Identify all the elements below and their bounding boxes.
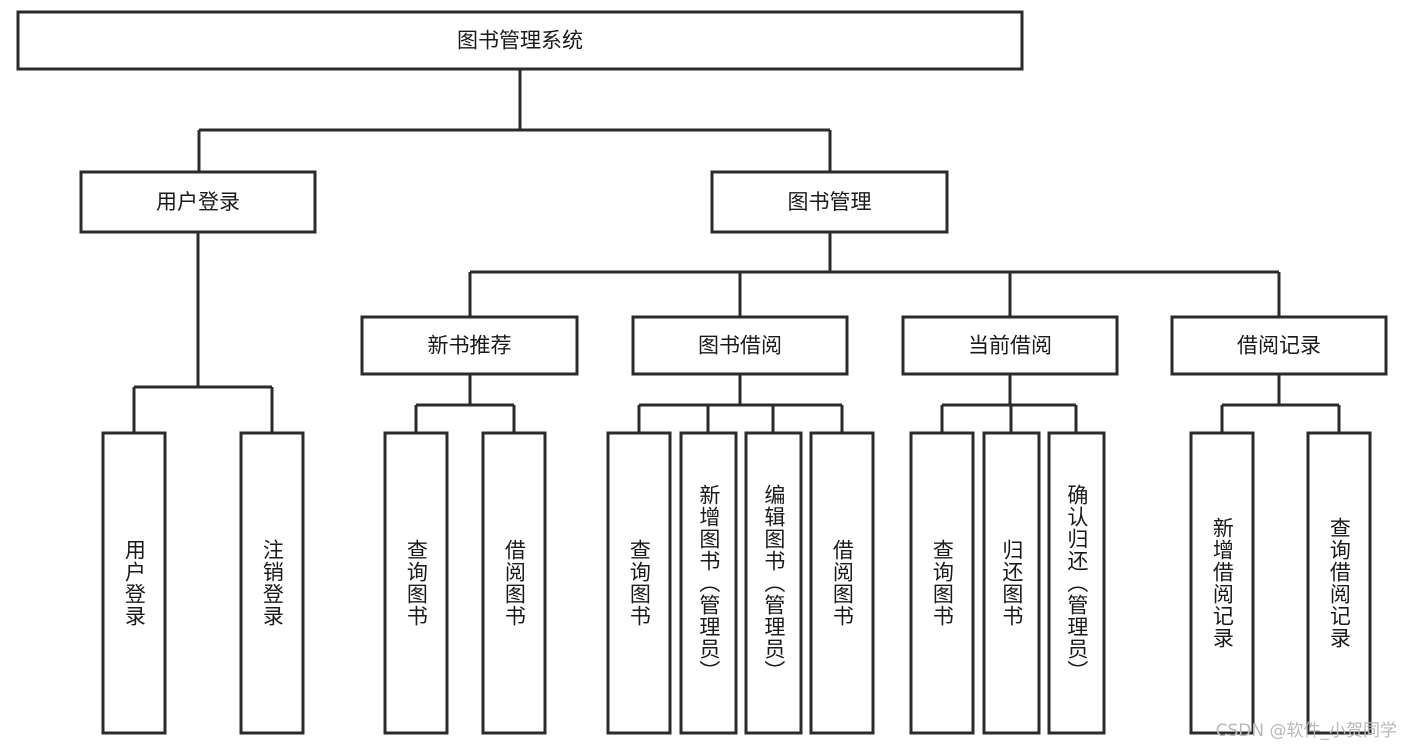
connector-layer <box>127 69 1346 442</box>
node-label-current-borrow: 当前借阅 <box>968 334 1052 358</box>
node-box-new-book-recommend[interactable] <box>360 315 579 376</box>
node-box-leaf-user-logout[interactable] <box>239 431 305 735</box>
connector-user-login-to-leaves <box>127 232 279 442</box>
node-box-leaf-user-login[interactable] <box>101 431 167 735</box>
node-box-leaf-confirm-return-admin[interactable] <box>1047 431 1106 735</box>
connector-book-manage-to-level3 <box>463 232 1286 326</box>
node-box-book-manage[interactable] <box>710 170 949 234</box>
node-box-leaf-edit-book-admin[interactable] <box>744 431 803 735</box>
connector-recommend-to-leaves <box>409 374 521 442</box>
node-label-book-borrow: 图书借阅 <box>698 334 782 358</box>
node-box-leaf-return-book[interactable] <box>982 431 1041 735</box>
node-label-book-manage: 图书管理 <box>788 190 872 214</box>
node-box-leaf-borrow-book[interactable] <box>809 431 875 735</box>
node-box-leaf-query-borrow-record[interactable] <box>1306 431 1372 735</box>
node-box-user-login[interactable] <box>79 170 317 234</box>
connector-borrow-record-to-leaves <box>1215 374 1346 442</box>
node-box-leaf-query-book-rec[interactable] <box>383 431 449 735</box>
node-box-current-borrow[interactable] <box>901 315 1119 376</box>
node-box-layer <box>16 10 1388 735</box>
node-box-root[interactable] <box>16 10 1024 71</box>
node-label-user-login: 用户登录 <box>156 190 240 214</box>
node-box-leaf-borrow-book-rec[interactable] <box>481 431 547 735</box>
node-box-book-borrow[interactable] <box>631 315 849 376</box>
node-box-leaf-query-book-current[interactable] <box>909 431 975 735</box>
node-box-borrow-record[interactable] <box>1170 315 1388 376</box>
csdn-watermark: CSDN @软件_小贺同学 <box>1215 721 1397 741</box>
node-label-borrow-record: 借阅记录 <box>1237 334 1321 358</box>
connector-borrow-to-leaves <box>632 374 849 442</box>
node-box-leaf-add-borrow-record[interactable] <box>1189 431 1255 735</box>
node-box-leaf-query-book-borrow[interactable] <box>606 431 672 735</box>
connector-current-borrow-to-leaves <box>935 374 1083 442</box>
node-label-new-book-recommend: 新书推荐 <box>428 334 512 358</box>
node-box-leaf-add-book-admin[interactable] <box>679 431 738 735</box>
node-label-root: 图书管理系统 <box>457 29 583 53</box>
connector-root-to-level2 <box>192 69 837 181</box>
